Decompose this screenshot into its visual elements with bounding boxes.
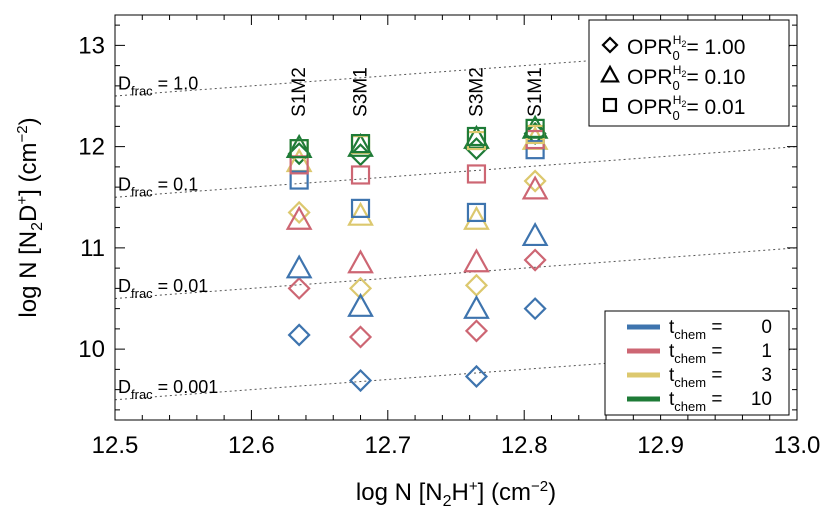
data-point-s3m1-triangle-t1 [347,249,374,274]
data-point-s1m1-diamond-t3 [523,169,547,193]
legend-time: tchem = 0 tchem = 1 tchem = 3 tchem = 10 [604,310,790,416]
model-label: S1M1 [525,67,546,117]
x-tick-label: 12.9 [637,432,684,459]
data-point-s3m1-diamond-t0 [348,368,373,393]
data-point-s3m2-triangle-t10 [463,124,490,149]
legend-time-label: tchem = [669,389,722,414]
legend-opr-label: OPR0H2= 1.00 [627,33,745,63]
plot-frame [114,14,798,421]
data-point-s1m2-diamond-t0 [287,323,311,347]
x-tick-label: 12.7 [364,432,411,459]
model-label: S1M2 [289,67,310,117]
data-point-s1m1-diamond-t0 [523,297,547,321]
y-tick-label: 12 [78,134,105,161]
data-point-s3m2-triangle-t0 [463,294,490,319]
legend-time-value: 3 [761,365,772,386]
dfrac-line [114,247,798,299]
x-tick-label: 13.0 [774,432,821,459]
data-points [285,114,549,393]
x-tick-label: 12.8 [501,432,548,459]
dfrac-line [114,44,798,97]
x-tick-label: 12.5 [92,432,139,459]
data-point-s3m2-diamond-t3 [464,273,489,297]
data-point-s3m1-square-t10 [350,133,371,154]
axis-titles: log N [N2H+] (cm−2) log N [N2D+] (cm−2) [14,117,556,510]
legend-opr-label: OPR0H2= 0.01 [627,93,745,123]
data-point-s1m2-triangle-t0 [285,254,313,279]
legend-time-value: 1 [761,341,772,362]
data-point-s1m1-diamond-t1 [523,248,547,272]
data-point-s1m2-diamond-t1 [287,276,311,300]
data-point-s3m1-diamond-t1 [348,325,373,349]
dfrac-label: Dfrac = 0.1 [118,175,198,200]
data-point-s1m1-triangle-t0 [521,221,549,247]
data-point-s3m1-square-t0 [350,198,371,218]
data-point-s3m2-triangle-t3 [463,205,490,230]
data-point-s1m2-square-t0 [289,170,309,190]
data-point-s1m1-square-t10 [525,118,545,139]
model-label: S3M2 [466,67,487,117]
y-tick-label: 10 [78,336,105,363]
data-point-s3m1-diamond-t3 [348,276,373,300]
legend-time-value: 0 [761,317,772,338]
data-point-s3m2-triangle-t1 [463,248,490,273]
dfrac-label: Dfrac = 0.001 [118,377,218,402]
legend-time-label: tchem = [669,341,722,366]
legend-marker-triangle [600,64,620,83]
data-point-s3m2-square-t3 [466,130,487,151]
y-tick-label: 13 [78,32,105,59]
y-tick-label: 11 [80,235,105,262]
legend-marker-diamond [601,36,619,54]
data-point-s3m2-square-t10 [466,126,487,147]
data-point-s1m2-triangle-t1 [285,205,313,230]
data-point-s1m2-diamond-t3 [287,200,311,224]
x-tick-label: 12.6 [228,432,275,459]
dfrac-line [114,146,798,198]
dfrac-label: Dfrac = 1.0 [118,73,198,98]
data-point-s1m1-triangle-t1 [521,175,549,200]
data-point-s1m2-square-t10 [289,139,309,159]
data-point-s3m1-triangle-t0 [347,292,374,317]
data-point-s3m2-square-t1 [466,164,487,184]
data-point-s3m1-triangle-t3 [347,201,374,226]
data-point-s3m1-triangle-t10 [347,132,374,157]
data-point-s3m2-diamond-t1 [464,319,489,343]
dfrac-label: Dfrac = 0.01 [118,276,208,301]
legend-time-value: 10 [751,389,772,410]
data-point-s3m2-square-t0 [466,202,487,223]
dfrac-line [114,348,798,401]
data-point-s3m1-square-t1 [350,165,371,185]
legend-time-label: tchem = [669,317,722,342]
y-axis-title: log N [N2D+] (cm−2) [14,117,46,317]
legend-marker-square [602,97,618,113]
legend-time-label: tchem = [669,365,722,390]
model-labels: S1M2 S3M1 S3M2 S1M1 [289,67,546,117]
x-axis-title: log N [N2H+] (cm−2) [356,478,556,510]
data-point-s3m2-diamond-t0 [464,364,489,389]
model-label: S3M1 [351,67,372,117]
legend-opr-label: OPR0H2= 0.10 [627,63,745,93]
legend-opr-box [588,19,790,127]
data-point-s1m1-square-t0 [525,140,545,160]
